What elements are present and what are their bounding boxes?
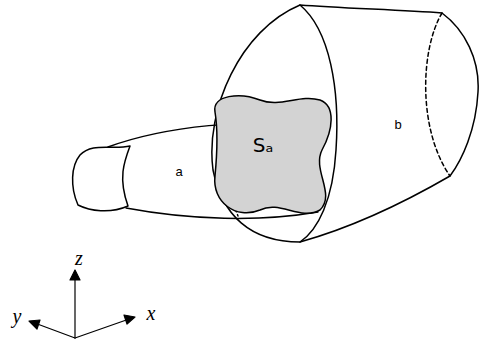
volume-a-end: [73, 146, 130, 211]
axis-label: x: [147, 302, 156, 325]
axis-label: y: [13, 305, 22, 328]
volume-b-back-edge: [426, 13, 450, 176]
volume-label: b: [394, 117, 401, 132]
volume-b-outline: [212, 5, 478, 242]
surface-label: Sₐ: [253, 133, 274, 157]
surface-sa: [215, 96, 331, 214]
axes: [29, 270, 135, 338]
axis-label: z: [75, 247, 83, 270]
volume-label: a: [175, 164, 182, 179]
